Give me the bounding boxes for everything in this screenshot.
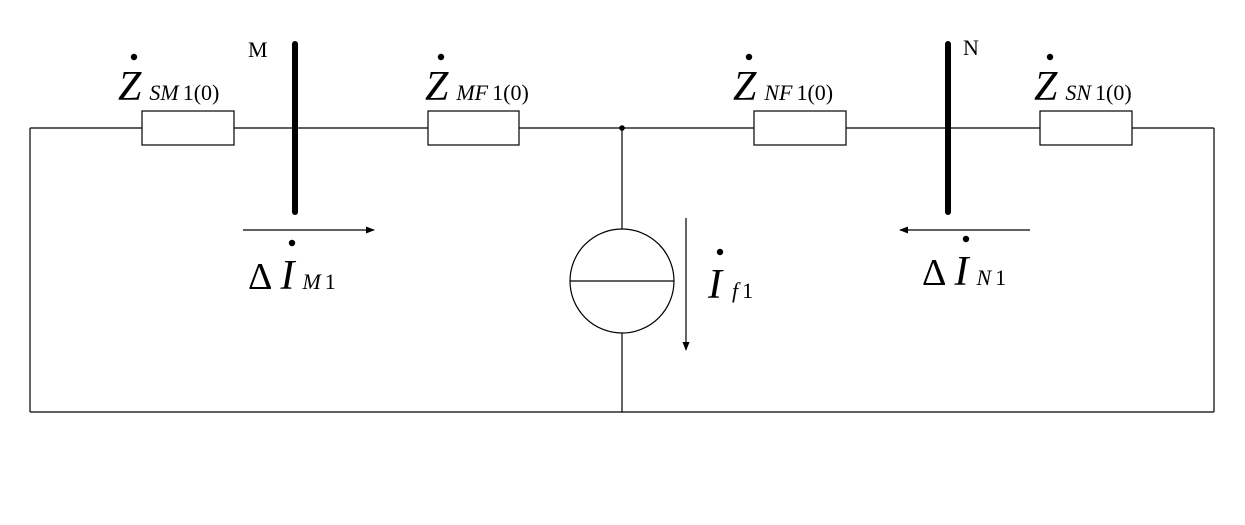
label-zsm-sub: SM — [149, 80, 180, 105]
label-zmf-sub: MF — [455, 80, 488, 105]
label-delta-in-suffix: 1 — [995, 265, 1006, 290]
label-delta-im-suffix: 1 — [325, 269, 336, 294]
label-zsm-main: Z — [118, 64, 142, 110]
phasor-dot — [1046, 53, 1054, 61]
svg-text:Z NF 1(0): Z NF 1(0) — [733, 64, 833, 110]
impedance-zmf-box — [427, 110, 520, 146]
phasor-dot — [962, 235, 970, 243]
phasor-dot — [745, 53, 753, 61]
fault-node — [619, 125, 625, 131]
impedance-znf-box — [753, 110, 847, 146]
label-zsn-main: Z — [1034, 64, 1058, 110]
label-zmf-suffix: 1(0) — [492, 80, 529, 105]
label-if-main: I — [707, 262, 724, 308]
phasor-dot — [130, 53, 138, 61]
label-delta-im-main: I — [279, 253, 296, 299]
label-zsn-suffix: 1(0) — [1095, 80, 1132, 105]
label-delta-in-main: I — [953, 249, 970, 295]
bus-n-label: N — [963, 35, 979, 60]
label-zsm-suffix: 1(0) — [183, 80, 220, 105]
phasor-dot — [716, 248, 724, 256]
svg-text:I f 1: I f 1 — [707, 262, 753, 308]
label-zsm: Z SM 1(0) — [118, 53, 219, 110]
label-delta-in: Δ I N 1 — [922, 235, 1006, 295]
svg-text:Z MF 1(0): Z MF 1(0) — [425, 64, 529, 110]
impedance-zsm-box — [141, 110, 235, 146]
label-zmf: Z MF 1(0) — [425, 53, 529, 110]
label-znf-sub: NF — [763, 80, 793, 105]
svg-text:Δ I M 1: Δ I M 1 — [248, 253, 336, 299]
label-if-sub: f — [732, 278, 741, 303]
label-znf-suffix: 1(0) — [796, 80, 833, 105]
label-delta-im-sub: M — [301, 269, 322, 294]
svg-text:Δ I N 1: Δ I N 1 — [922, 249, 1006, 295]
label-znf-main: Z — [733, 64, 757, 110]
label-delta-in-sub: N — [975, 265, 992, 290]
label-delta-im-delta: Δ — [248, 256, 272, 298]
current-source — [569, 228, 675, 334]
label-zsn-sub: SN — [1065, 80, 1092, 105]
label-zsn: Z SN 1(0) — [1034, 53, 1132, 110]
svg-text:Z SM 1(0): Z SM 1(0) — [118, 64, 219, 110]
impedance-zsn-box — [1039, 110, 1133, 146]
label-if: I f 1 — [707, 248, 753, 308]
phasor-dot — [437, 53, 445, 61]
phasor-dot — [288, 239, 296, 247]
label-delta-in-delta: Δ — [922, 252, 946, 294]
label-znf: Z NF 1(0) — [733, 53, 833, 110]
wires — [29, 127, 1215, 413]
label-zmf-main: Z — [425, 64, 449, 110]
label-delta-im: Δ I M 1 — [248, 239, 336, 299]
svg-text:Z SN 1(0): Z SN 1(0) — [1034, 64, 1132, 110]
label-if-suffix: 1 — [742, 278, 753, 303]
bus-m-label: M — [248, 37, 268, 62]
